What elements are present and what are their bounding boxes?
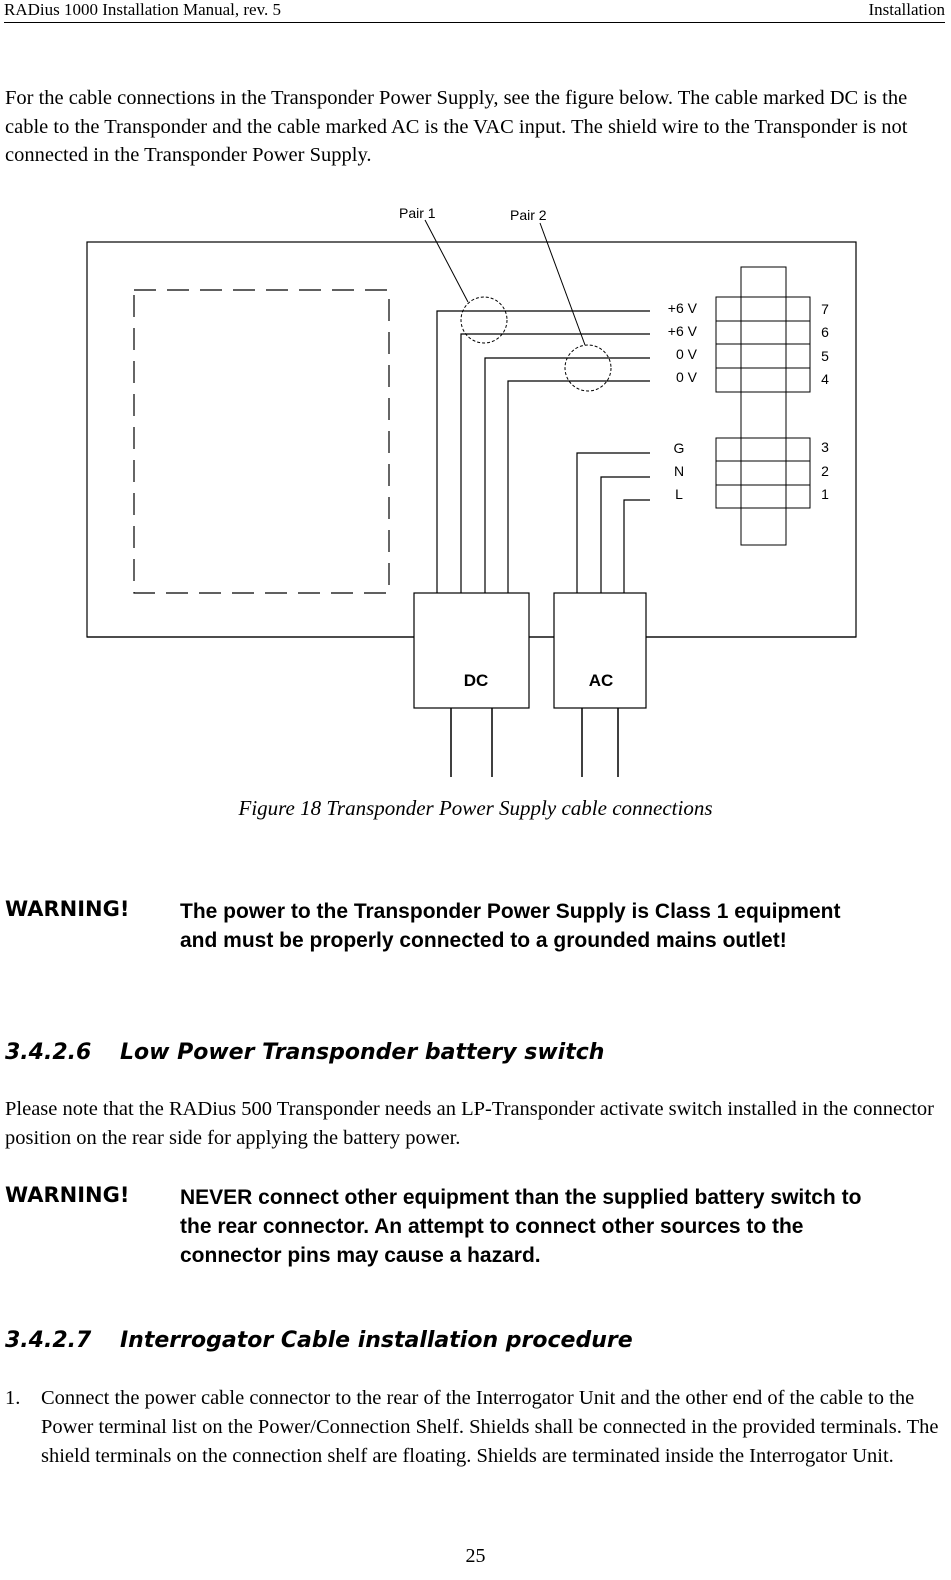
terminal-3: 3 xyxy=(821,439,829,455)
label-neutral: N xyxy=(674,463,684,479)
section-title: Low Power Transponder battery switch xyxy=(120,1040,605,1065)
pair2-circle xyxy=(564,344,612,392)
pair1-label: Pair 1 xyxy=(399,205,436,221)
pair1-circle xyxy=(460,296,508,344)
page-header: RADius 1000 Installation Manual, rev. 5 … xyxy=(4,0,945,23)
terminal-6: 6 xyxy=(821,324,829,340)
label-plus6v-a: +6 V xyxy=(668,300,698,316)
list-item-text: Connect the power cable connector to the… xyxy=(41,1387,939,1467)
terminal-strip xyxy=(740,266,787,546)
warning1-label: WARNING! xyxy=(5,897,130,921)
label-line: L xyxy=(675,486,683,502)
label-0v-a: 0 V xyxy=(676,346,698,362)
warning2-text: NEVER connect other equipment than the s… xyxy=(180,1186,862,1267)
ac-connector xyxy=(553,592,647,709)
terminal-4: 4 xyxy=(821,371,829,387)
warning2-label: WARNING! xyxy=(5,1183,130,1207)
terminal-1: 1 xyxy=(821,486,829,502)
label-ground: G xyxy=(674,440,685,456)
list-item-number: 1. xyxy=(5,1387,21,1409)
intro-paragraph: For the cable connections in the Transpo… xyxy=(5,87,908,166)
dc-label: DC xyxy=(464,671,489,690)
list-item: 1. Connect the power cable connector to … xyxy=(5,1384,940,1471)
label-plus6v-b: +6 V xyxy=(668,323,698,339)
procedure-list: 1. Connect the power cable connector to … xyxy=(5,1384,940,1471)
terminal-5: 5 xyxy=(821,348,829,364)
dc-connector xyxy=(413,592,530,709)
section-number: 3.4.2.7 xyxy=(5,1328,92,1353)
power-supply-diagram: Pair 1 Pair 2 +6 V +6 V 0 V 0 V G N L 7 … xyxy=(86,205,857,777)
header-title: RADius 1000 Installation Manual, rev. 5 xyxy=(4,0,281,19)
section-title: Interrogator Cable installation procedur… xyxy=(120,1328,633,1353)
section-number: 3.4.2.6 xyxy=(5,1040,92,1065)
section-heading-3-4-2-6: 3.4.2.6 Low Power Transponder battery swi… xyxy=(5,1040,604,1065)
header-section: Installation xyxy=(868,0,945,19)
terminal-7: 7 xyxy=(821,301,829,317)
terminal-block-lower xyxy=(715,437,811,509)
section1-paragraph: Please note that the RADius 500 Transpon… xyxy=(5,1098,934,1149)
label-0v-b: 0 V xyxy=(676,369,698,385)
pair2-label: Pair 2 xyxy=(510,207,547,223)
section-heading-3-4-2-7: 3.4.2.7 Interrogator Cable installation p… xyxy=(5,1328,633,1353)
warning1-text: The power to the Transponder Power Suppl… xyxy=(180,900,841,952)
terminal-2: 2 xyxy=(821,463,829,479)
ac-label: AC xyxy=(589,671,614,690)
figure-caption: Figure 18 Transponder Power Supply cable… xyxy=(238,796,713,820)
dashed-module-box xyxy=(133,289,390,594)
page-number: 25 xyxy=(465,1545,486,1567)
